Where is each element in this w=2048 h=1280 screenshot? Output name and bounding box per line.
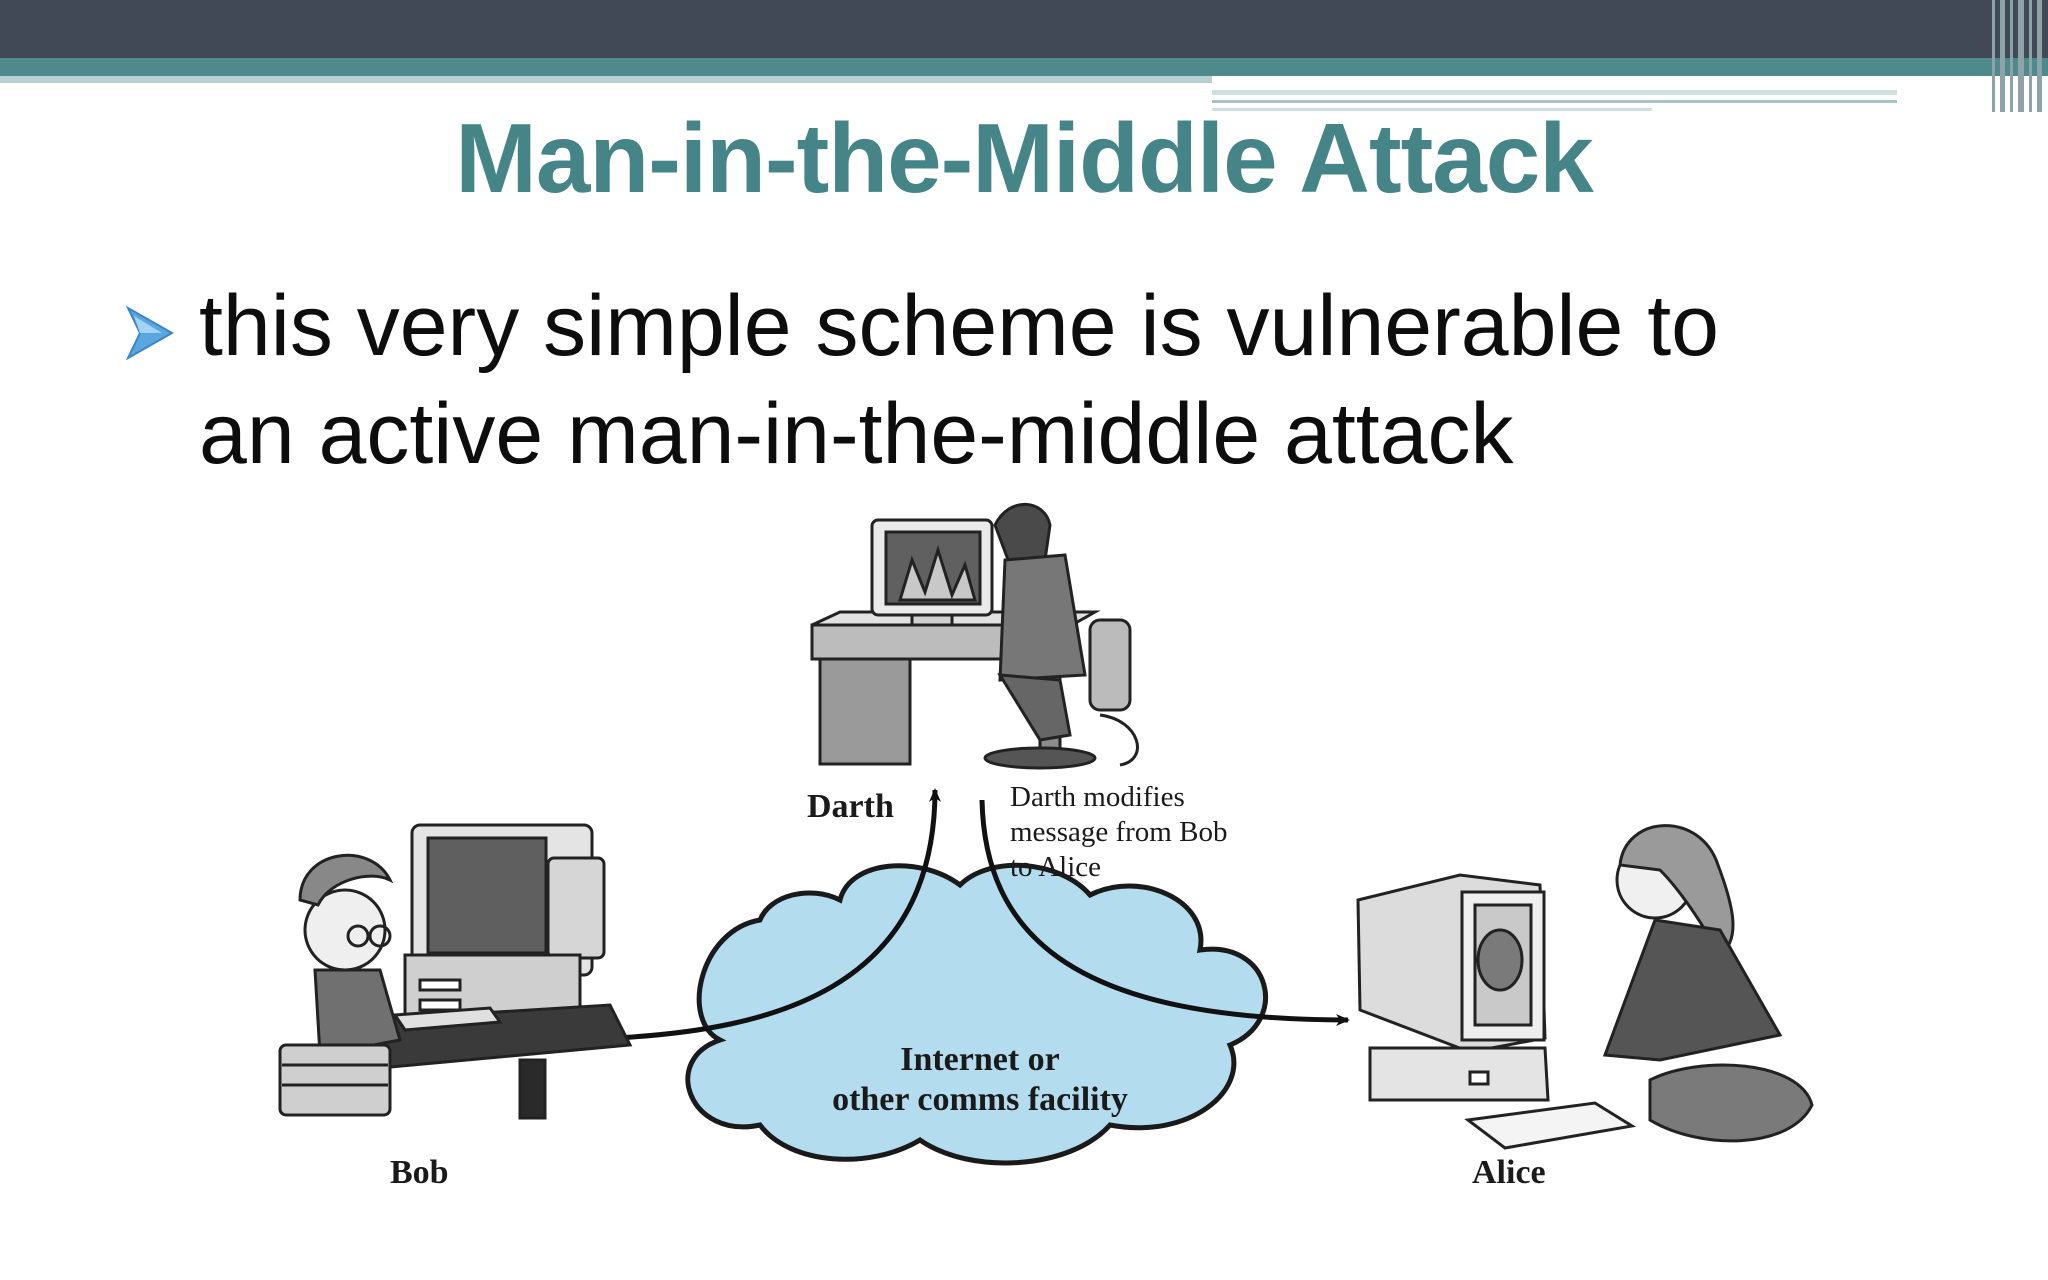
arrow-bob-to-darth xyxy=(614,788,941,1041)
header-stripe xyxy=(0,76,1212,83)
mitm-diagram: Internet or other comms facility Darth D… xyxy=(278,502,1814,1191)
bullet-line: this very simple scheme is vulnerable to xyxy=(199,278,1719,374)
alice-label: Alice xyxy=(1472,1154,1546,1191)
header-line xyxy=(1212,100,1897,103)
annotation-line: Darth modifies xyxy=(1010,781,1185,813)
cloud-label-line: other comms facility xyxy=(832,1081,1128,1118)
cloud-icon: Internet or other comms facility xyxy=(685,862,1269,1166)
darth-label: Darth xyxy=(807,788,894,825)
slide-title: Man-in-the-Middle Attack xyxy=(455,103,1593,213)
arrow-darth-to-alice xyxy=(979,799,1350,1026)
alice-illustration xyxy=(1356,824,1814,1150)
corner-decoration xyxy=(1988,0,2048,112)
bullet-arrow-icon xyxy=(126,306,174,360)
header-band xyxy=(0,58,2048,76)
darth-illustration xyxy=(810,502,1139,770)
top-bar xyxy=(0,0,2048,58)
bullet-text: this very simple scheme is vulnerable to… xyxy=(199,272,1899,488)
annotation-line: to Alice xyxy=(1010,851,1101,883)
bob-illustration xyxy=(278,823,633,1120)
annotation-line: message from Bob xyxy=(1010,816,1227,848)
bullet-line: an active man-in-the-middle attack xyxy=(199,386,1514,482)
header-line xyxy=(1212,90,1897,95)
header-line xyxy=(1212,108,1652,111)
bob-label: Bob xyxy=(390,1154,449,1191)
cloud-label-line: Internet or xyxy=(900,1041,1060,1078)
